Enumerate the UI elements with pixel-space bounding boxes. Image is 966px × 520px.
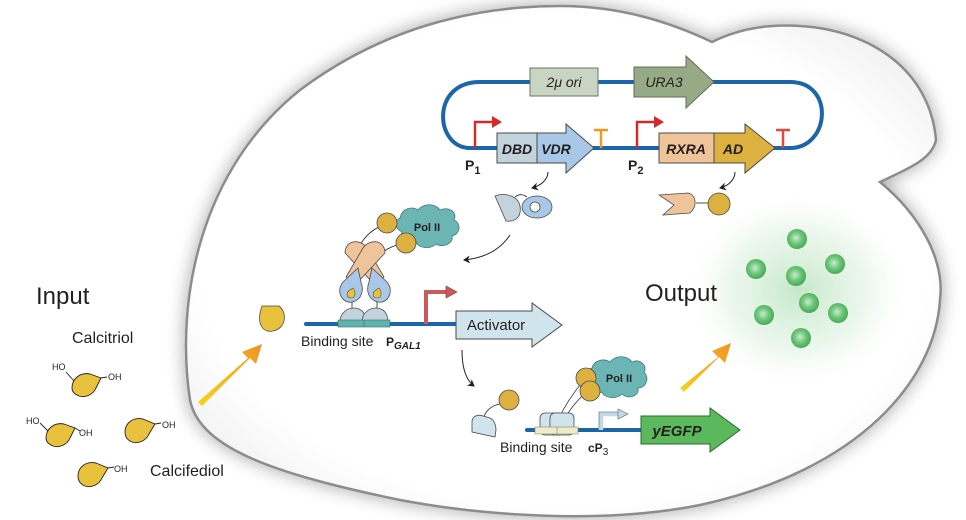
calcitriol-molecule: HO OH: [52, 362, 122, 398]
ligand-intracellular: [259, 305, 285, 332]
rxra-label: RXRA: [666, 141, 706, 157]
ad-arrow: [713, 122, 776, 175]
bond: [39, 422, 49, 432]
pgal1-promoter-arrow: [424, 290, 448, 324]
ad-domain: [579, 380, 601, 402]
activator-protein: [471, 389, 520, 438]
bond: [74, 427, 81, 432]
gfp-dots: [746, 229, 848, 348]
ligand-bound: [372, 287, 382, 299]
calcifediol-molecule: OH: [77, 462, 128, 488]
vdr-expression-arrow: [531, 171, 549, 191]
gfp-dot: [828, 303, 848, 323]
activator-gene-arrow: [455, 302, 563, 348]
oh-label: OH: [114, 464, 128, 474]
ad-domain: [376, 212, 398, 234]
bond: [107, 466, 115, 469]
input-flow-arrow: [198, 344, 262, 406]
vdr-arrow: [536, 122, 595, 175]
rxra-domain: [657, 192, 696, 216]
pgal1-label: PGAL1: [386, 335, 421, 352]
ligand-bound: [346, 287, 356, 299]
protein-linker: [514, 194, 528, 198]
ho-label: HO: [52, 362, 66, 372]
calcifediol-label: Calcifediol: [150, 463, 224, 480]
cp3-promoter-head: [617, 408, 629, 420]
p2-label: P2: [628, 157, 643, 177]
oh-label: OH: [79, 428, 93, 438]
dbd-domain: [494, 194, 521, 222]
gfp-dot: [825, 254, 845, 274]
input-label: Input: [36, 283, 90, 310]
bond: [100, 376, 108, 379]
dbd-vdr-protein: [494, 194, 553, 222]
oh-label: OH: [162, 420, 176, 430]
plasmid: 2μ ori URA3 P1 DBD VDR P2 RXRA AD: [441, 54, 824, 177]
dbd-label: DBD: [502, 141, 532, 157]
cp3-promoter-arrow: [598, 411, 620, 430]
terminator-1-icon: [594, 128, 608, 148]
plasmid-backbone: [441, 80, 824, 150]
ori-block: [529, 67, 599, 97]
gfp-dot: [786, 266, 806, 286]
assembly-arrow: [463, 234, 511, 264]
p1-promoter-arrow: [473, 120, 494, 148]
vdr-ligand-pocket: [529, 201, 541, 213]
terminator-2-icon: [776, 128, 790, 148]
gfp-dot: [746, 259, 766, 279]
output-flow-arrow: [680, 343, 731, 392]
p1-label: P1: [465, 157, 480, 177]
output-label: Output: [645, 280, 717, 307]
activator-expression-arrow: [461, 349, 475, 387]
activator-dbd: [471, 414, 497, 438]
ura3-arrow: [633, 54, 715, 110]
activation-complex-1: Pol II: [339, 204, 460, 323]
calcitriol-label: Calcitriol: [72, 330, 133, 347]
gfp-dot: [787, 229, 807, 249]
ad-domain: [707, 192, 731, 216]
binding-site-2: [534, 426, 579, 435]
bond: [65, 371, 75, 382]
gfp-dot: [754, 305, 774, 325]
ligand-drop-shape: [71, 373, 102, 398]
ad-label: AD: [722, 141, 743, 157]
binding-site-label-1: Binding site: [301, 333, 374, 349]
p2-promoter-head: [654, 116, 664, 128]
ligand-drop-shape: [45, 423, 76, 448]
oh-label: OH: [108, 372, 122, 382]
gfp-dot: [799, 293, 819, 313]
ad-domain: [395, 232, 417, 254]
binding-site-label-2: Binding site: [500, 439, 573, 455]
pol-ii-label-2: Pol II: [606, 373, 632, 385]
rxra-expression-arrow: [719, 171, 736, 191]
bond: [154, 422, 162, 425]
rxra-block: [658, 132, 715, 164]
cp3-label: cP3: [588, 441, 609, 458]
yegfp-gene-label: yEGFP: [651, 423, 702, 440]
gfp-dot: [791, 328, 811, 348]
p2-promoter-arrow: [635, 120, 656, 148]
ho-label: HO: [26, 416, 40, 426]
ori-label: 2μ ori: [546, 74, 583, 90]
activator-ad: [498, 389, 520, 411]
cp3-promoter-arrow-outline: [598, 411, 618, 428]
yegfp-gene-arrow: [640, 407, 741, 453]
protein-linker: [483, 403, 501, 417]
dbd-domain: [361, 307, 389, 323]
rxra-ad-protein: [657, 192, 731, 216]
pol-ii-label-1: Pol II: [414, 222, 440, 234]
ligand-drop-shape: [124, 418, 156, 444]
vdr-label: VDR: [541, 141, 571, 157]
calcitriol-molecule: HO OH: [26, 416, 93, 448]
calcifediol-molecule: OH: [124, 418, 176, 444]
fluorescence-glow: [683, 190, 913, 390]
p1-promoter-head: [492, 116, 502, 128]
ura3-label: URA3: [645, 74, 683, 90]
pgal1-promoter-head: [445, 285, 458, 299]
ligand-drop-shape: [77, 462, 109, 488]
activator-gene-label: Activator: [467, 317, 525, 334]
